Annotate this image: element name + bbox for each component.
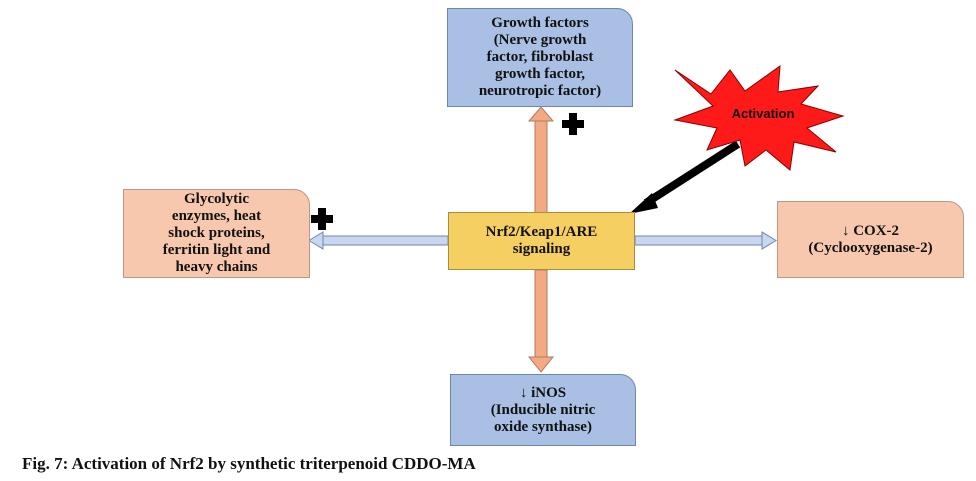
cox2-text: ↓ COX-2 (Cyclooxygenase-2) xyxy=(808,222,933,256)
arrow-to-inos xyxy=(527,269,555,373)
arrow-to-glycolytic-enzymes xyxy=(308,231,449,250)
inos-text: ↓ iNOS (Inducible nitric oxide synthase) xyxy=(490,384,596,435)
activation-arrow xyxy=(629,140,741,214)
growth-factors-text: Growth factors (Nerve growth factor, fib… xyxy=(478,15,602,99)
figure-caption: Fig. 7: Activation of Nrf2 by synthetic … xyxy=(22,454,476,473)
growth-factors-box: Growth factors (Nerve growth factor, fib… xyxy=(447,8,633,107)
inos-box: ↓ iNOS (Inducible nitric oxide synthase) xyxy=(450,374,636,446)
cox2-box: ↓ COX-2 (Cyclooxygenase-2) xyxy=(777,201,964,278)
arrow-to-cox2 xyxy=(634,231,777,250)
plus-icon-glycolytic xyxy=(311,208,333,230)
activation-burst: Activation xyxy=(673,64,845,171)
glycolytic-enzymes-box: Glycolytic enzymes, heat shock proteins,… xyxy=(123,189,310,278)
glycolytic-enzymes-text: Glycolytic enzymes, heat shock proteins,… xyxy=(162,191,271,275)
plus-icon-growth xyxy=(562,113,584,135)
activation-label: Activation xyxy=(732,106,795,121)
nrf2-signaling-box: Nrf2/Keap1/ARE signaling xyxy=(448,212,635,270)
nrf2-signaling-text: Nrf2/Keap1/ARE signaling xyxy=(485,224,598,257)
arrow-to-growth-factors xyxy=(527,106,555,214)
